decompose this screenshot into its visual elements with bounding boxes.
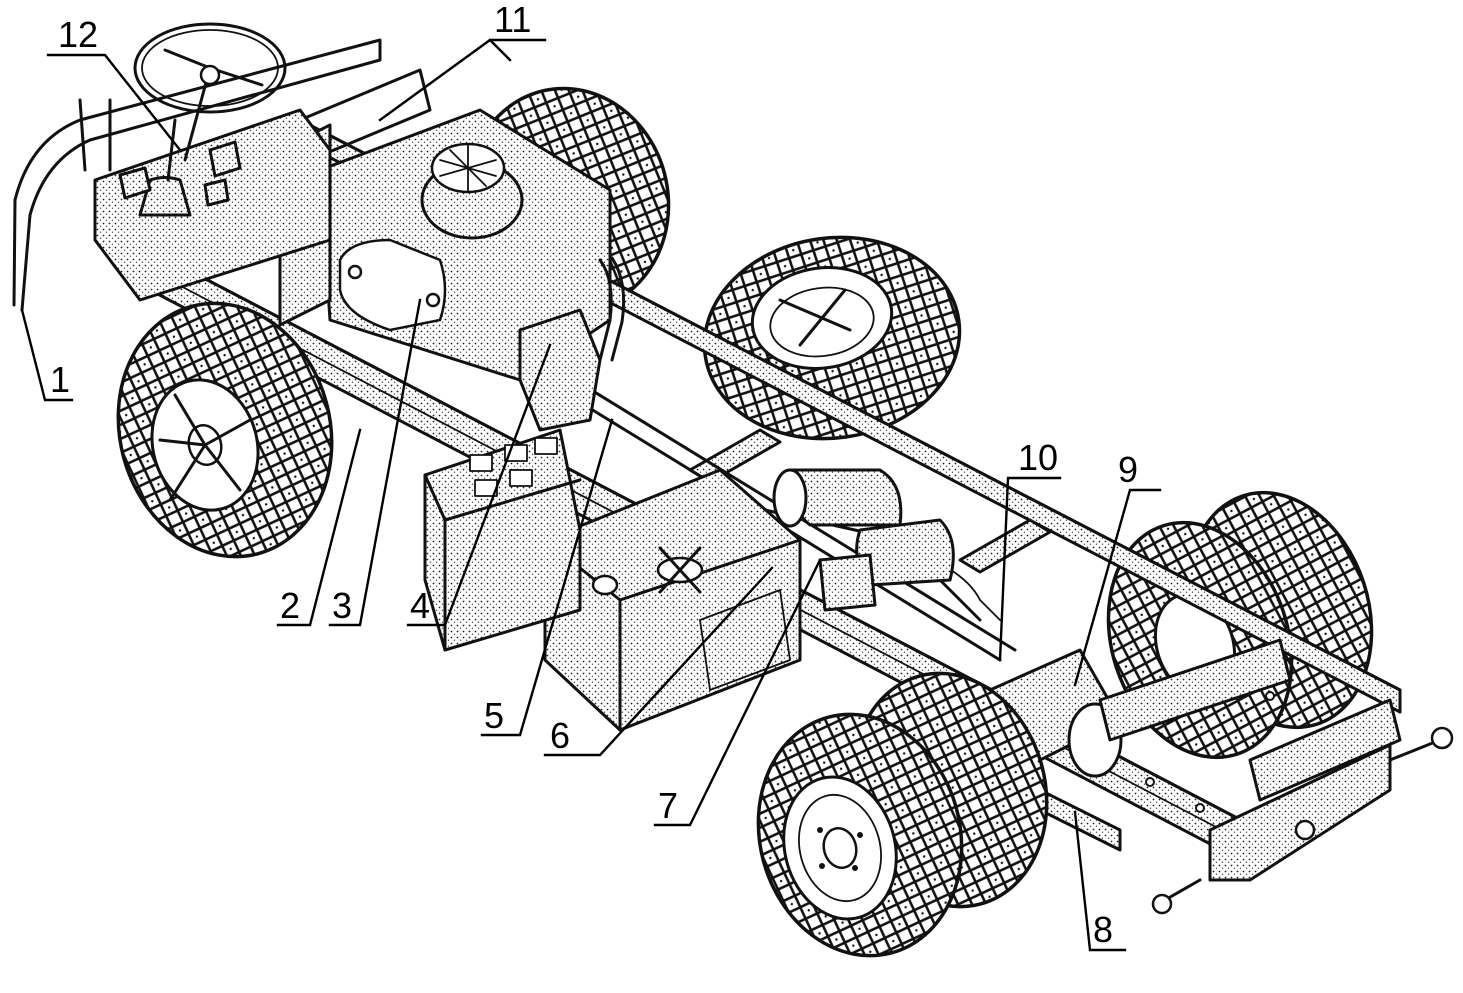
callout-9: 9 xyxy=(1118,449,1138,490)
callout-12: 12 xyxy=(58,14,98,55)
cab-controls xyxy=(12,22,382,312)
air-receivers xyxy=(772,468,955,612)
front-near-wheel xyxy=(116,301,334,559)
callout-4: 4 xyxy=(410,585,430,626)
engine xyxy=(318,108,626,432)
rear-axle xyxy=(988,638,1292,852)
callout-leaders xyxy=(20,38,1162,952)
callout-3: 3 xyxy=(332,585,352,626)
callout-1: 1 xyxy=(50,359,70,400)
fuel-tank xyxy=(543,468,802,732)
callout-labels: 1 2 3 4 5 6 7 8 9 10 11 12 xyxy=(50,0,1138,950)
callout-10: 10 xyxy=(1018,437,1058,478)
spare-wheel xyxy=(702,235,962,441)
battery-box xyxy=(423,428,582,652)
callout-8: 8 xyxy=(1093,909,1113,950)
rear-near-dual-wheels xyxy=(756,671,1049,958)
callout-7: 7 xyxy=(658,785,678,826)
callout-2: 2 xyxy=(280,585,300,626)
callout-5: 5 xyxy=(484,695,504,736)
callout-11: 11 xyxy=(494,0,531,40)
callout-6: 6 xyxy=(550,715,570,756)
